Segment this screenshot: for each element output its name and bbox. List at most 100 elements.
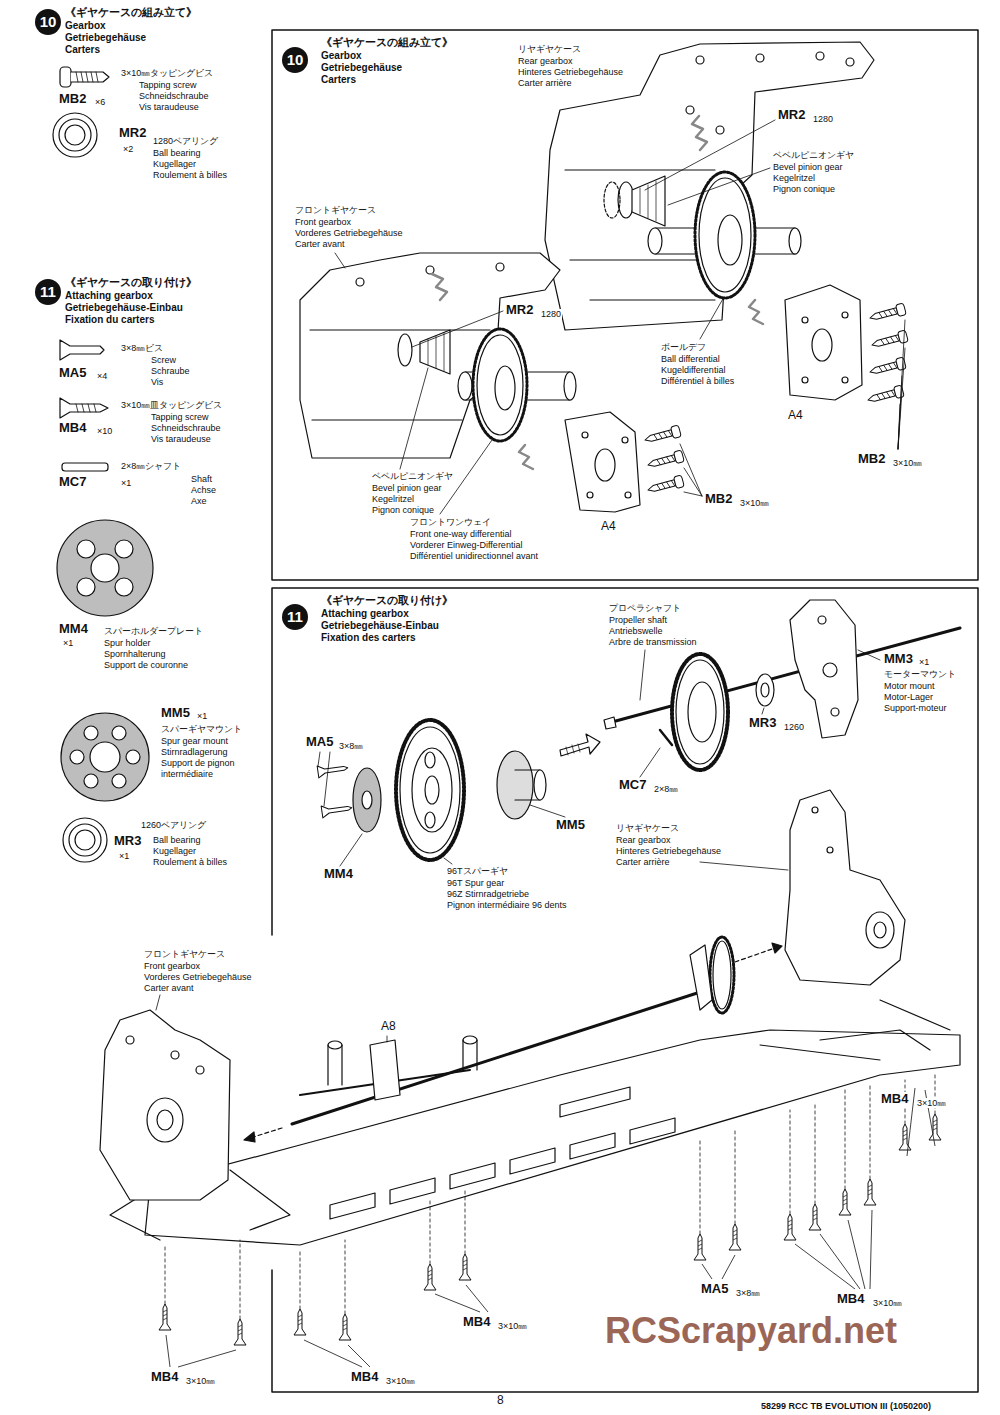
part-label: Différentiel à billes bbox=[660, 376, 735, 386]
part-label: ×2 bbox=[122, 144, 134, 154]
part-label: ×10 bbox=[96, 426, 113, 436]
part-label: Carter avant bbox=[143, 983, 195, 993]
part-label: Vorderes Getriebegehäuse bbox=[294, 228, 404, 238]
part-label: Ball bearing bbox=[152, 835, 202, 845]
part-label: 2×8㎜ bbox=[653, 784, 679, 794]
part-label: 3×10㎜ bbox=[892, 458, 923, 468]
part-label: Front gearbox bbox=[143, 961, 201, 971]
part-code: MB4 bbox=[462, 1315, 491, 1330]
part-label: Spornhalterung bbox=[103, 649, 167, 659]
part-label: Kugellager bbox=[152, 159, 197, 169]
part-label: 3×10㎜ bbox=[385, 1376, 416, 1386]
part-label: プロペラシャフト bbox=[608, 603, 682, 613]
part-label: Schraube bbox=[150, 366, 191, 376]
part-label: Stirnradlagerung bbox=[160, 747, 229, 757]
part-label: Kegelritzel bbox=[772, 173, 816, 183]
part-label: Propeller shaft bbox=[608, 615, 668, 625]
heading-text: 58299 RCC TB EVOLUTION III (1050200) bbox=[760, 1401, 932, 1411]
heading-text: Carters bbox=[320, 74, 357, 86]
part-label: ベベルピニオンギヤ bbox=[772, 150, 855, 160]
step-number: 11 bbox=[282, 604, 308, 630]
heading-text: 《ギヤケースの組み立て》 bbox=[64, 6, 198, 19]
part-label: Vis bbox=[150, 377, 164, 387]
part-code: MB4 bbox=[58, 421, 87, 436]
heading-text: 《ギヤケースの取り付け》 bbox=[320, 594, 454, 607]
heading-text: Fixation du carters bbox=[64, 314, 155, 326]
part-label: 3×8㎜ビス bbox=[120, 343, 164, 353]
part-label: 96T Spur gear bbox=[446, 878, 505, 888]
part-label: Kugeldifferential bbox=[660, 365, 726, 375]
part-label: Shaft bbox=[190, 474, 213, 484]
part-label: ボールデフ bbox=[660, 342, 707, 352]
heading-text: 《ギヤケースの取り付け》 bbox=[64, 276, 198, 289]
part-label: intermédiaire bbox=[160, 769, 214, 779]
part-label: 8 bbox=[496, 1394, 505, 1408]
part-label: 3×10㎜皿タッピングビス bbox=[120, 400, 223, 410]
part-label: ×4 bbox=[96, 371, 108, 381]
step-number: 10 bbox=[282, 47, 308, 73]
part-label: Front one-way differential bbox=[409, 529, 512, 539]
part-label: 1280 bbox=[812, 114, 834, 124]
part-label: Hinteres Getriebegehäuse bbox=[615, 846, 722, 856]
part-code: MC7 bbox=[58, 475, 87, 490]
part-label: フロントワンウェイ bbox=[409, 517, 492, 527]
part-code: MB4 bbox=[880, 1092, 909, 1107]
heading-text: 《ギヤケースの組み立て》 bbox=[320, 36, 454, 49]
part-label: Antriebswelle bbox=[608, 626, 664, 636]
part-label: ×6 bbox=[94, 97, 106, 107]
part-label: Pignon conique bbox=[371, 505, 435, 515]
part-code: MB2 bbox=[857, 452, 886, 467]
part-code: MB4 bbox=[150, 1370, 179, 1385]
part-label: Front gearbox bbox=[294, 217, 352, 227]
part-label: スパーギヤマウント bbox=[160, 724, 243, 734]
part-label: A4 bbox=[787, 409, 804, 423]
heading-text: Fixation des carters bbox=[320, 632, 416, 644]
part-code: MM5 bbox=[555, 818, 586, 833]
part-label: Screw bbox=[150, 355, 177, 365]
part-label: Pignon intermédiaire 96 dents bbox=[446, 900, 568, 910]
part-label: ×1 bbox=[62, 638, 74, 648]
part-label: 3×10㎜ bbox=[185, 1376, 216, 1386]
part-label: モーターマウント bbox=[883, 669, 957, 679]
part-label: Spur gear mount bbox=[160, 736, 229, 746]
heading-text: Getriebegehäuse-Einbau bbox=[64, 302, 184, 314]
part-label: Rear gearbox bbox=[517, 56, 574, 66]
part-label: Différentiel unidirectionnel avant bbox=[409, 551, 539, 561]
part-label: Roulement à billes bbox=[152, 170, 228, 180]
part-code: MA5 bbox=[305, 735, 334, 750]
part-label: Bevel pinion gear bbox=[772, 162, 844, 172]
part-label: 3×10㎜ bbox=[497, 1321, 528, 1331]
part-label: 1260 bbox=[783, 722, 805, 732]
part-label: スパーホルダープレート bbox=[103, 626, 204, 636]
part-code: MA5 bbox=[700, 1282, 729, 1297]
watermark: RCScrapyard.net bbox=[604, 1310, 898, 1351]
heading-text: Getriebegehäuse-Einbau bbox=[320, 620, 440, 632]
part-label: Carter arrière bbox=[517, 78, 573, 88]
part-label: Tapping screw bbox=[138, 80, 198, 90]
part-label: Spur holder bbox=[103, 638, 152, 648]
part-code: MM3 bbox=[883, 652, 914, 667]
heading-text: Attaching gearbox bbox=[64, 290, 154, 302]
part-label: 3×8㎜ bbox=[735, 1288, 761, 1298]
part-label: Vis taraudeuse bbox=[150, 434, 212, 444]
part-label: ×1 bbox=[120, 478, 132, 488]
part-label: A8 bbox=[380, 1020, 397, 1034]
part-label: Pignon conique bbox=[772, 184, 836, 194]
part-label: 1260ベアリング bbox=[140, 820, 207, 830]
part-label: A4 bbox=[600, 520, 617, 534]
part-code: MB2 bbox=[704, 492, 733, 507]
part-label: Vis taraudeuse bbox=[138, 102, 200, 112]
part-label: 3×8㎜ bbox=[338, 741, 364, 751]
part-label: Hinteres Getriebegehäuse bbox=[517, 67, 624, 77]
part-label: Motor mount bbox=[883, 681, 936, 691]
part-label: フロントギヤケース bbox=[143, 949, 226, 959]
part-label: Axe bbox=[190, 496, 208, 506]
part-label: ×1 bbox=[918, 657, 930, 667]
part-label: Support-moteur bbox=[883, 703, 948, 713]
step-number: 11 bbox=[35, 279, 61, 305]
heading-text: Gearbox bbox=[320, 50, 363, 62]
part-label: Support de pignon bbox=[160, 758, 236, 768]
part-label: リヤギヤケース bbox=[517, 44, 582, 54]
part-label: Vorderes Getriebegehäuse bbox=[143, 972, 253, 982]
